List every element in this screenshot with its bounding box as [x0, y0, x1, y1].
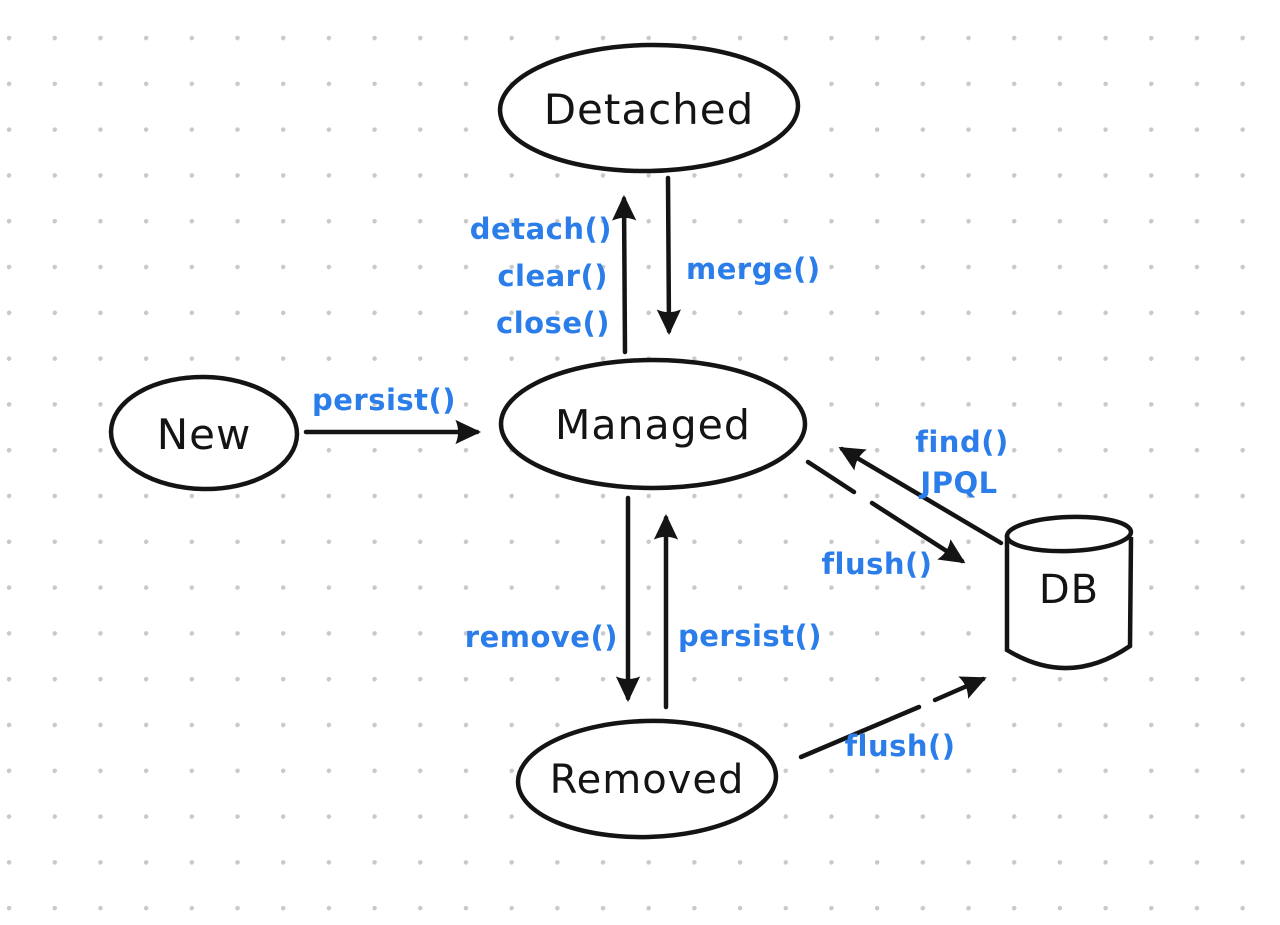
- node-new-label: New: [157, 410, 252, 459]
- arrow-managed-to-db-segment: [805, 459, 857, 495]
- arrow-detached-to-managed: [656, 175, 682, 336]
- node-detached-shape: [497, 42, 801, 174]
- node-db-label: DB: [1039, 567, 1099, 613]
- database-cylinder-top: [1004, 514, 1134, 554]
- node-new: New: [108, 374, 300, 492]
- arrow-managed-to-db-head: [869, 500, 966, 564]
- arrow-managed-to-detached: [611, 194, 637, 355]
- arrow-managed-to-db: [805, 459, 966, 564]
- node-db: DB: [1004, 514, 1134, 671]
- arrow-removed-to-db: [798, 676, 987, 760]
- label-remove: remove(): [465, 620, 618, 654]
- label-persist-removed: persist(): [678, 619, 822, 653]
- node-new-shape: [108, 374, 300, 492]
- node-managed-label: Managed: [555, 401, 751, 449]
- label-jpql: JPQL: [918, 466, 997, 500]
- node-detached: Detached: [497, 42, 801, 174]
- label-find: find(): [915, 425, 1008, 459]
- label-flush-managed: flush(): [821, 547, 932, 581]
- label-detach: detach(): [470, 212, 612, 246]
- node-detached-label: Detached: [544, 85, 755, 134]
- node-removed-shape: [515, 718, 779, 840]
- node-removed-label: Removed: [550, 757, 745, 803]
- label-persist-new: persist(): [312, 383, 456, 417]
- node-managed: Managed: [498, 357, 808, 491]
- node-managed-shape: [498, 357, 808, 491]
- label-flush-removed: flush(): [844, 729, 955, 763]
- label-close: close(): [496, 306, 610, 340]
- label-clear: clear(): [497, 259, 608, 293]
- arrow-db-to-managed: [838, 446, 1004, 546]
- label-merge: merge(): [686, 252, 821, 286]
- arrow-removed-to-db-head: [932, 676, 987, 703]
- node-removed: Removed: [515, 718, 779, 840]
- arrow-removed-to-db-segment: [798, 704, 922, 760]
- database-cylinder-icon: [1004, 535, 1134, 671]
